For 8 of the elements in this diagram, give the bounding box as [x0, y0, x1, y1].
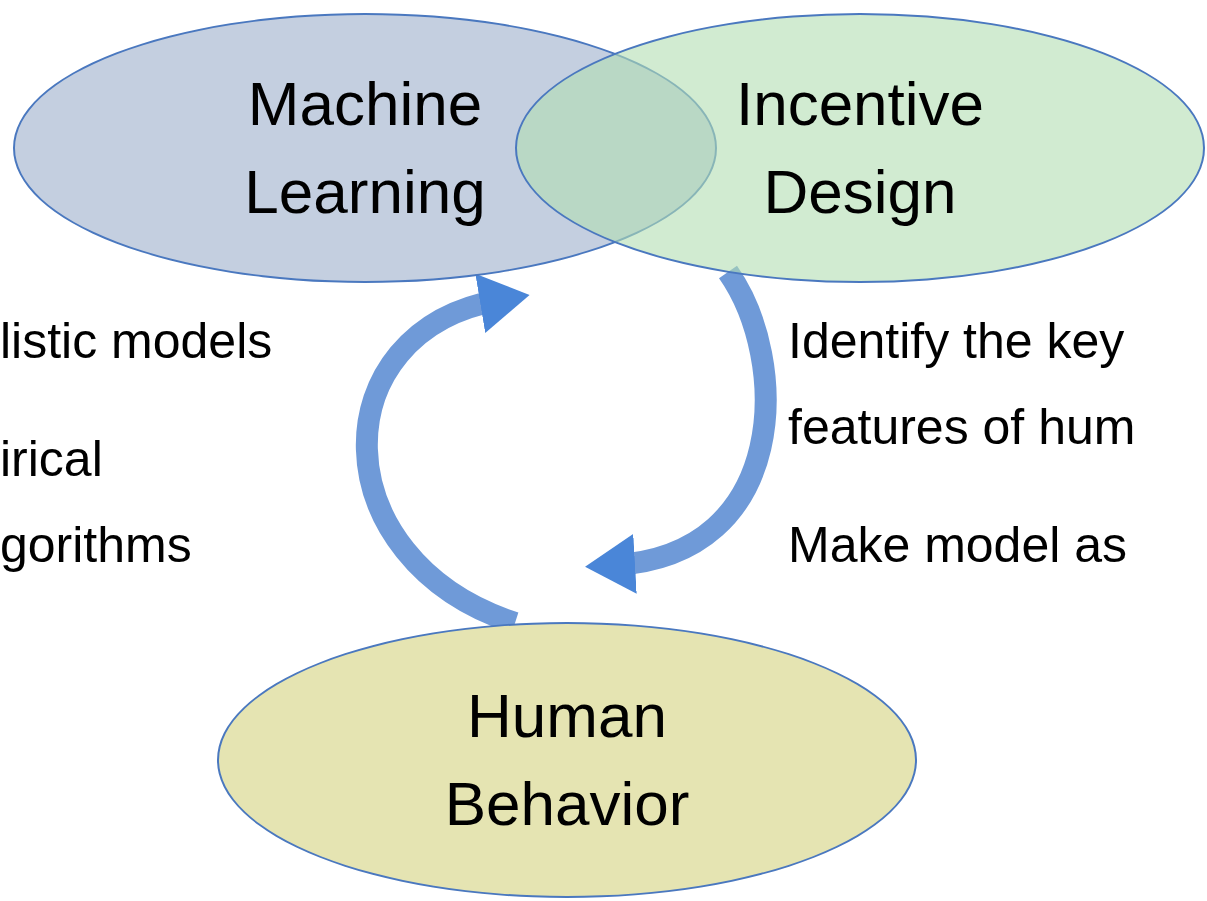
curved-arrow: [585, 266, 777, 592]
bullet-text: listic models: [0, 312, 274, 371]
bullet-text: Identify the key features of hum: [788, 312, 1137, 457]
topic-title: Incentive Design: [734, 68, 986, 228]
topic-title: Machine Learning: [243, 68, 487, 228]
bullet-text: irical gorithms: [0, 430, 193, 575]
bullet-text: Make model as: [788, 516, 1129, 575]
topic-title: Human Behavior: [443, 680, 691, 840]
